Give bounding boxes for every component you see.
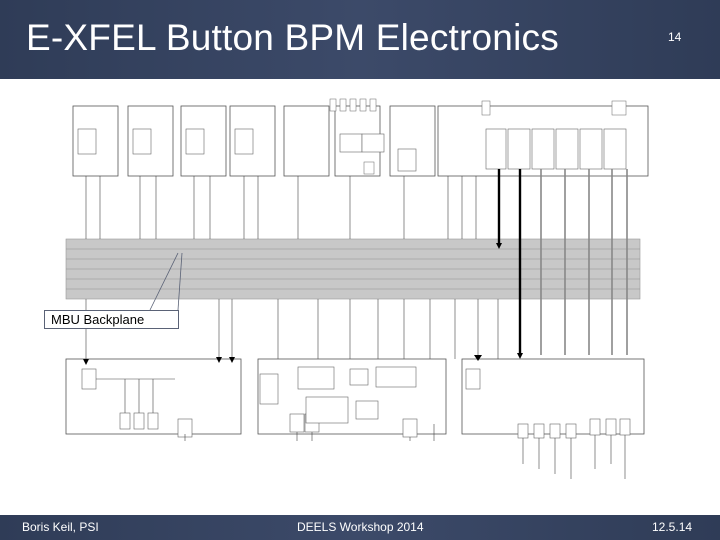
- slide-number: 14: [668, 30, 682, 44]
- title-bar: E-XFEL Button BPM Electronics 14: [0, 0, 720, 79]
- block-diagram: [65, 98, 649, 479]
- footer-author: Boris Keil, PSI: [22, 520, 99, 534]
- footer-date: 12.5.14: [652, 520, 693, 534]
- footer-event: DEELS Workshop 2014: [297, 520, 424, 534]
- footer-bar: Boris Keil, PSI DEELS Workshop 2014 12.5…: [0, 515, 720, 540]
- slide-title: E-XFEL Button BPM Electronics: [26, 17, 559, 58]
- backplane-callout: MBU Backplane: [44, 310, 179, 329]
